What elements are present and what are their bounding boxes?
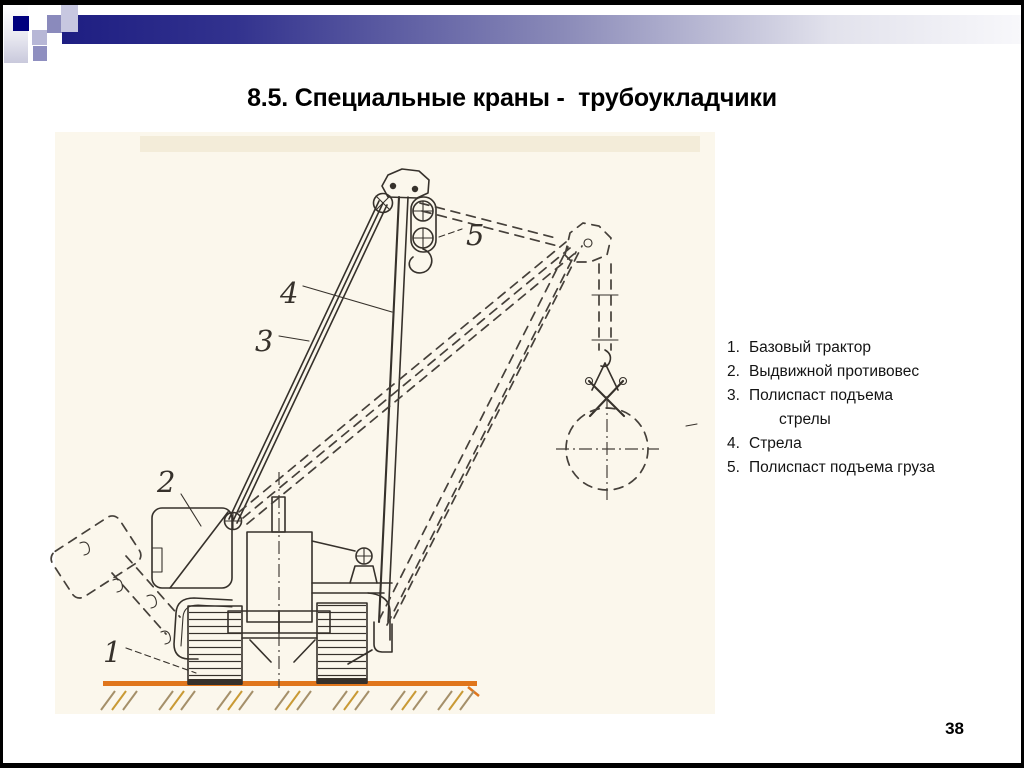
left-gradient-strip (4, 5, 28, 63)
figure-paper (55, 132, 715, 714)
boom-polispast (228, 200, 388, 524)
deco-square-navy (13, 16, 29, 31)
legend-item-number: 1. (727, 339, 740, 356)
figure-label-5: 5 (466, 218, 484, 252)
slide-title: 8.5. Специальные краны - трубоукладчики (247, 84, 777, 112)
pipe-section (556, 396, 698, 500)
legend-item-text: Стрела (749, 435, 802, 452)
legend-item-text: Полиспаст подъема груза (749, 459, 935, 476)
legend-item-text: Выдвижной противовес (749, 363, 920, 380)
boom (347, 168, 430, 665)
figure-label-1: 1 (103, 635, 121, 669)
figure-label-3: 3 (255, 324, 273, 358)
figure-label-2: 2 (156, 465, 175, 499)
page-number: 38 (945, 719, 964, 738)
deco-square-medium (47, 15, 62, 33)
frame-right (1021, 0, 1024, 768)
ground (100, 681, 480, 711)
legend-item-number: 4. (727, 435, 740, 452)
frame-left (0, 0, 3, 768)
dashed-load-pendant (591, 263, 619, 368)
legend: 1. Базовый трактор 2. Выдвижной противов… (727, 336, 1019, 480)
crawler-tractor (173, 472, 393, 688)
dashed-boom-head (564, 222, 612, 263)
deco-square-small-dark (33, 46, 47, 61)
legend-item-text-line1: Полиспаст подъема (749, 387, 894, 404)
frame-bottom (0, 763, 1024, 768)
legend-item-3: 3. Полиспаст подъема стрелы (727, 384, 1019, 432)
legend-item-1: 1. Базовый трактор (727, 336, 1019, 360)
legend-item-text: Полиспаст подъема стрелы (749, 384, 1019, 432)
deco-square-small-light (32, 30, 47, 45)
counterweight-extended (50, 515, 181, 645)
frame-top (0, 0, 1024, 5)
legend-item-4: 4. Стрела (727, 432, 1019, 456)
legend-item-number: 3. (727, 387, 740, 404)
figure-callouts: 1 2 3 4 5 (103, 218, 484, 674)
legend-item-number: 5. (727, 459, 740, 476)
legend-item-number: 2. (727, 363, 740, 380)
header-gradient-bar (62, 15, 1024, 44)
deco-square-light (61, 4, 78, 32)
dashed-lowered-boom (238, 202, 583, 626)
hoist-block (408, 196, 437, 274)
legend-item-5: 5. Полиспаст подъема груза (727, 456, 1019, 480)
figure-label-4: 4 (279, 276, 298, 310)
legend-item-2: 2. Выдвижной противовес (727, 360, 1019, 384)
legend-item-text-line2: стрелы (779, 411, 831, 428)
legend-item-text: Базовый трактор (749, 339, 871, 356)
